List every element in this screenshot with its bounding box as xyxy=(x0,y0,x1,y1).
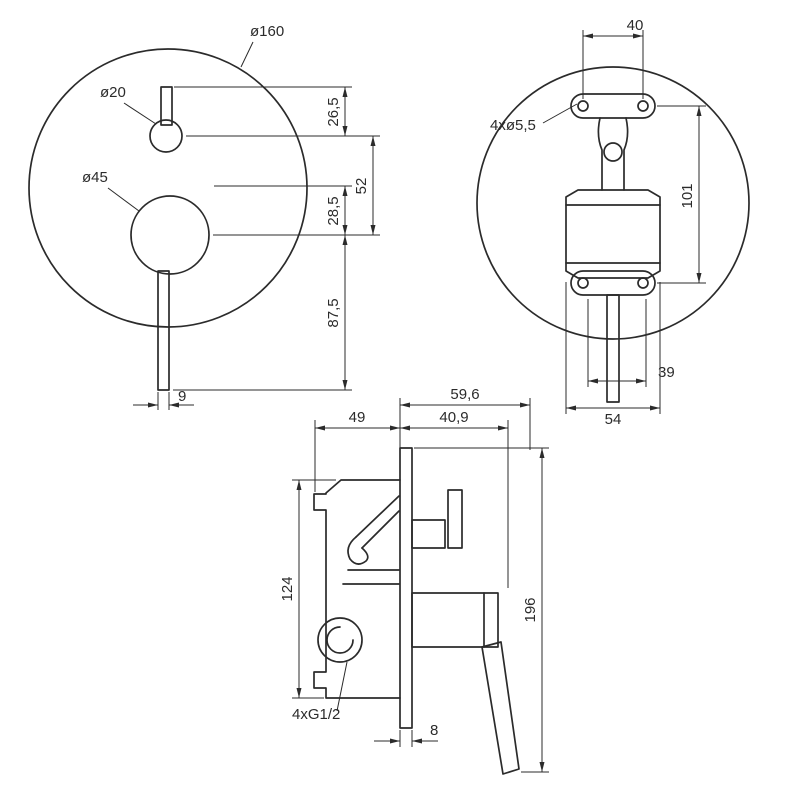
dim-label: 28,5 xyxy=(325,196,342,225)
neck-right-edge xyxy=(623,117,629,191)
dim-87-5: 87,5 xyxy=(325,235,348,390)
callout-knob-diameter: ø20 xyxy=(100,84,157,125)
faceplate-circle-back xyxy=(476,66,750,340)
dim-label: 26,5 xyxy=(325,97,342,126)
lower-stem xyxy=(606,294,620,403)
faceplate-circle xyxy=(28,48,308,328)
back-view: 40 4xø5,5 101 39 54 xyxy=(476,17,750,428)
wall-plate-side xyxy=(399,447,413,729)
front-extension-lines xyxy=(173,86,380,391)
diverter-stub-side xyxy=(447,489,463,549)
mounting-hole xyxy=(577,277,589,289)
dim-52: 52 xyxy=(353,136,376,235)
holes-label: 4xø5,5 xyxy=(490,117,536,134)
mounting-hole xyxy=(637,277,649,289)
diverter-channel xyxy=(355,495,400,538)
mixer-dial-circle xyxy=(130,195,210,275)
leader-line xyxy=(240,41,254,68)
dim-54: 54 xyxy=(565,282,661,428)
front-view: ø160 ø20 ø45 26,5 52 28,5 xyxy=(28,23,380,410)
dim-label: 54 xyxy=(605,411,622,428)
dim-label: 59,6 xyxy=(450,386,479,403)
leader-line xyxy=(542,103,578,124)
side-view: 59,6 49 40,9 124 196 8 xyxy=(279,386,549,775)
dim-9: 9 xyxy=(133,388,194,410)
dim-124: 124 xyxy=(279,479,336,699)
dim-label: 39 xyxy=(658,364,675,381)
leader-line xyxy=(336,661,348,712)
dim-label: 52 xyxy=(353,178,370,195)
leader-line xyxy=(123,102,157,125)
callout-mounting-holes: 4xø5,5 xyxy=(490,103,578,134)
dim-label: 124 xyxy=(279,576,296,601)
valve-body-side xyxy=(313,479,401,699)
diverter-channel xyxy=(361,510,400,549)
leader-line xyxy=(107,187,140,212)
label-dial-diameter: ø45 xyxy=(82,169,108,186)
valve-body xyxy=(565,189,661,279)
dim-label: 40 xyxy=(627,17,644,34)
dim-label: 40,9 xyxy=(439,409,468,426)
dim-26-5: 26,5 xyxy=(325,87,348,136)
lower-mounting-bracket xyxy=(570,270,656,296)
dim-28-5: 28,5 xyxy=(325,186,348,235)
thread-symbol-arc xyxy=(326,626,354,654)
dim-39: 39 xyxy=(587,299,675,387)
thread-label: 4xG1/2 xyxy=(292,706,340,723)
dim-196: 196 xyxy=(414,447,549,773)
inlet-port-circle xyxy=(317,617,363,663)
diverter-stub xyxy=(160,86,173,126)
mixer-lever xyxy=(157,270,170,391)
callout-thread: 4xG1/2 xyxy=(292,661,348,723)
dim-59-6: 59,6 xyxy=(400,386,531,450)
dim-8: 8 xyxy=(374,722,438,747)
mounting-hole xyxy=(637,100,649,112)
dim-label: 8 xyxy=(430,722,438,739)
label-knob-diameter: ø20 xyxy=(100,84,126,101)
dim-40: 40 xyxy=(582,17,644,99)
mounting-hole xyxy=(577,100,589,112)
dim-label: 87,5 xyxy=(325,298,342,327)
diverter-knob-side xyxy=(411,519,446,549)
spindle-circle xyxy=(603,142,623,162)
dim-101: 101 xyxy=(657,105,706,284)
dim-label: 101 xyxy=(679,183,696,208)
callout-outer-diameter: ø160 xyxy=(240,23,284,68)
upper-mounting-bracket xyxy=(570,93,656,119)
dim-label: 196 xyxy=(522,597,539,622)
dim-40-9: 40,9 xyxy=(400,409,509,588)
diverter-hook xyxy=(347,536,369,565)
callout-dial-diameter: ø45 xyxy=(82,169,140,212)
dim-label: 9 xyxy=(178,388,186,405)
handle-lever-side xyxy=(481,641,520,775)
handle-hub xyxy=(411,592,499,648)
label-outer-diameter: ø160 xyxy=(250,23,284,40)
neck-left-edge xyxy=(597,117,603,191)
dim-label: 49 xyxy=(349,409,366,426)
diverter-knob-circle xyxy=(149,119,183,153)
